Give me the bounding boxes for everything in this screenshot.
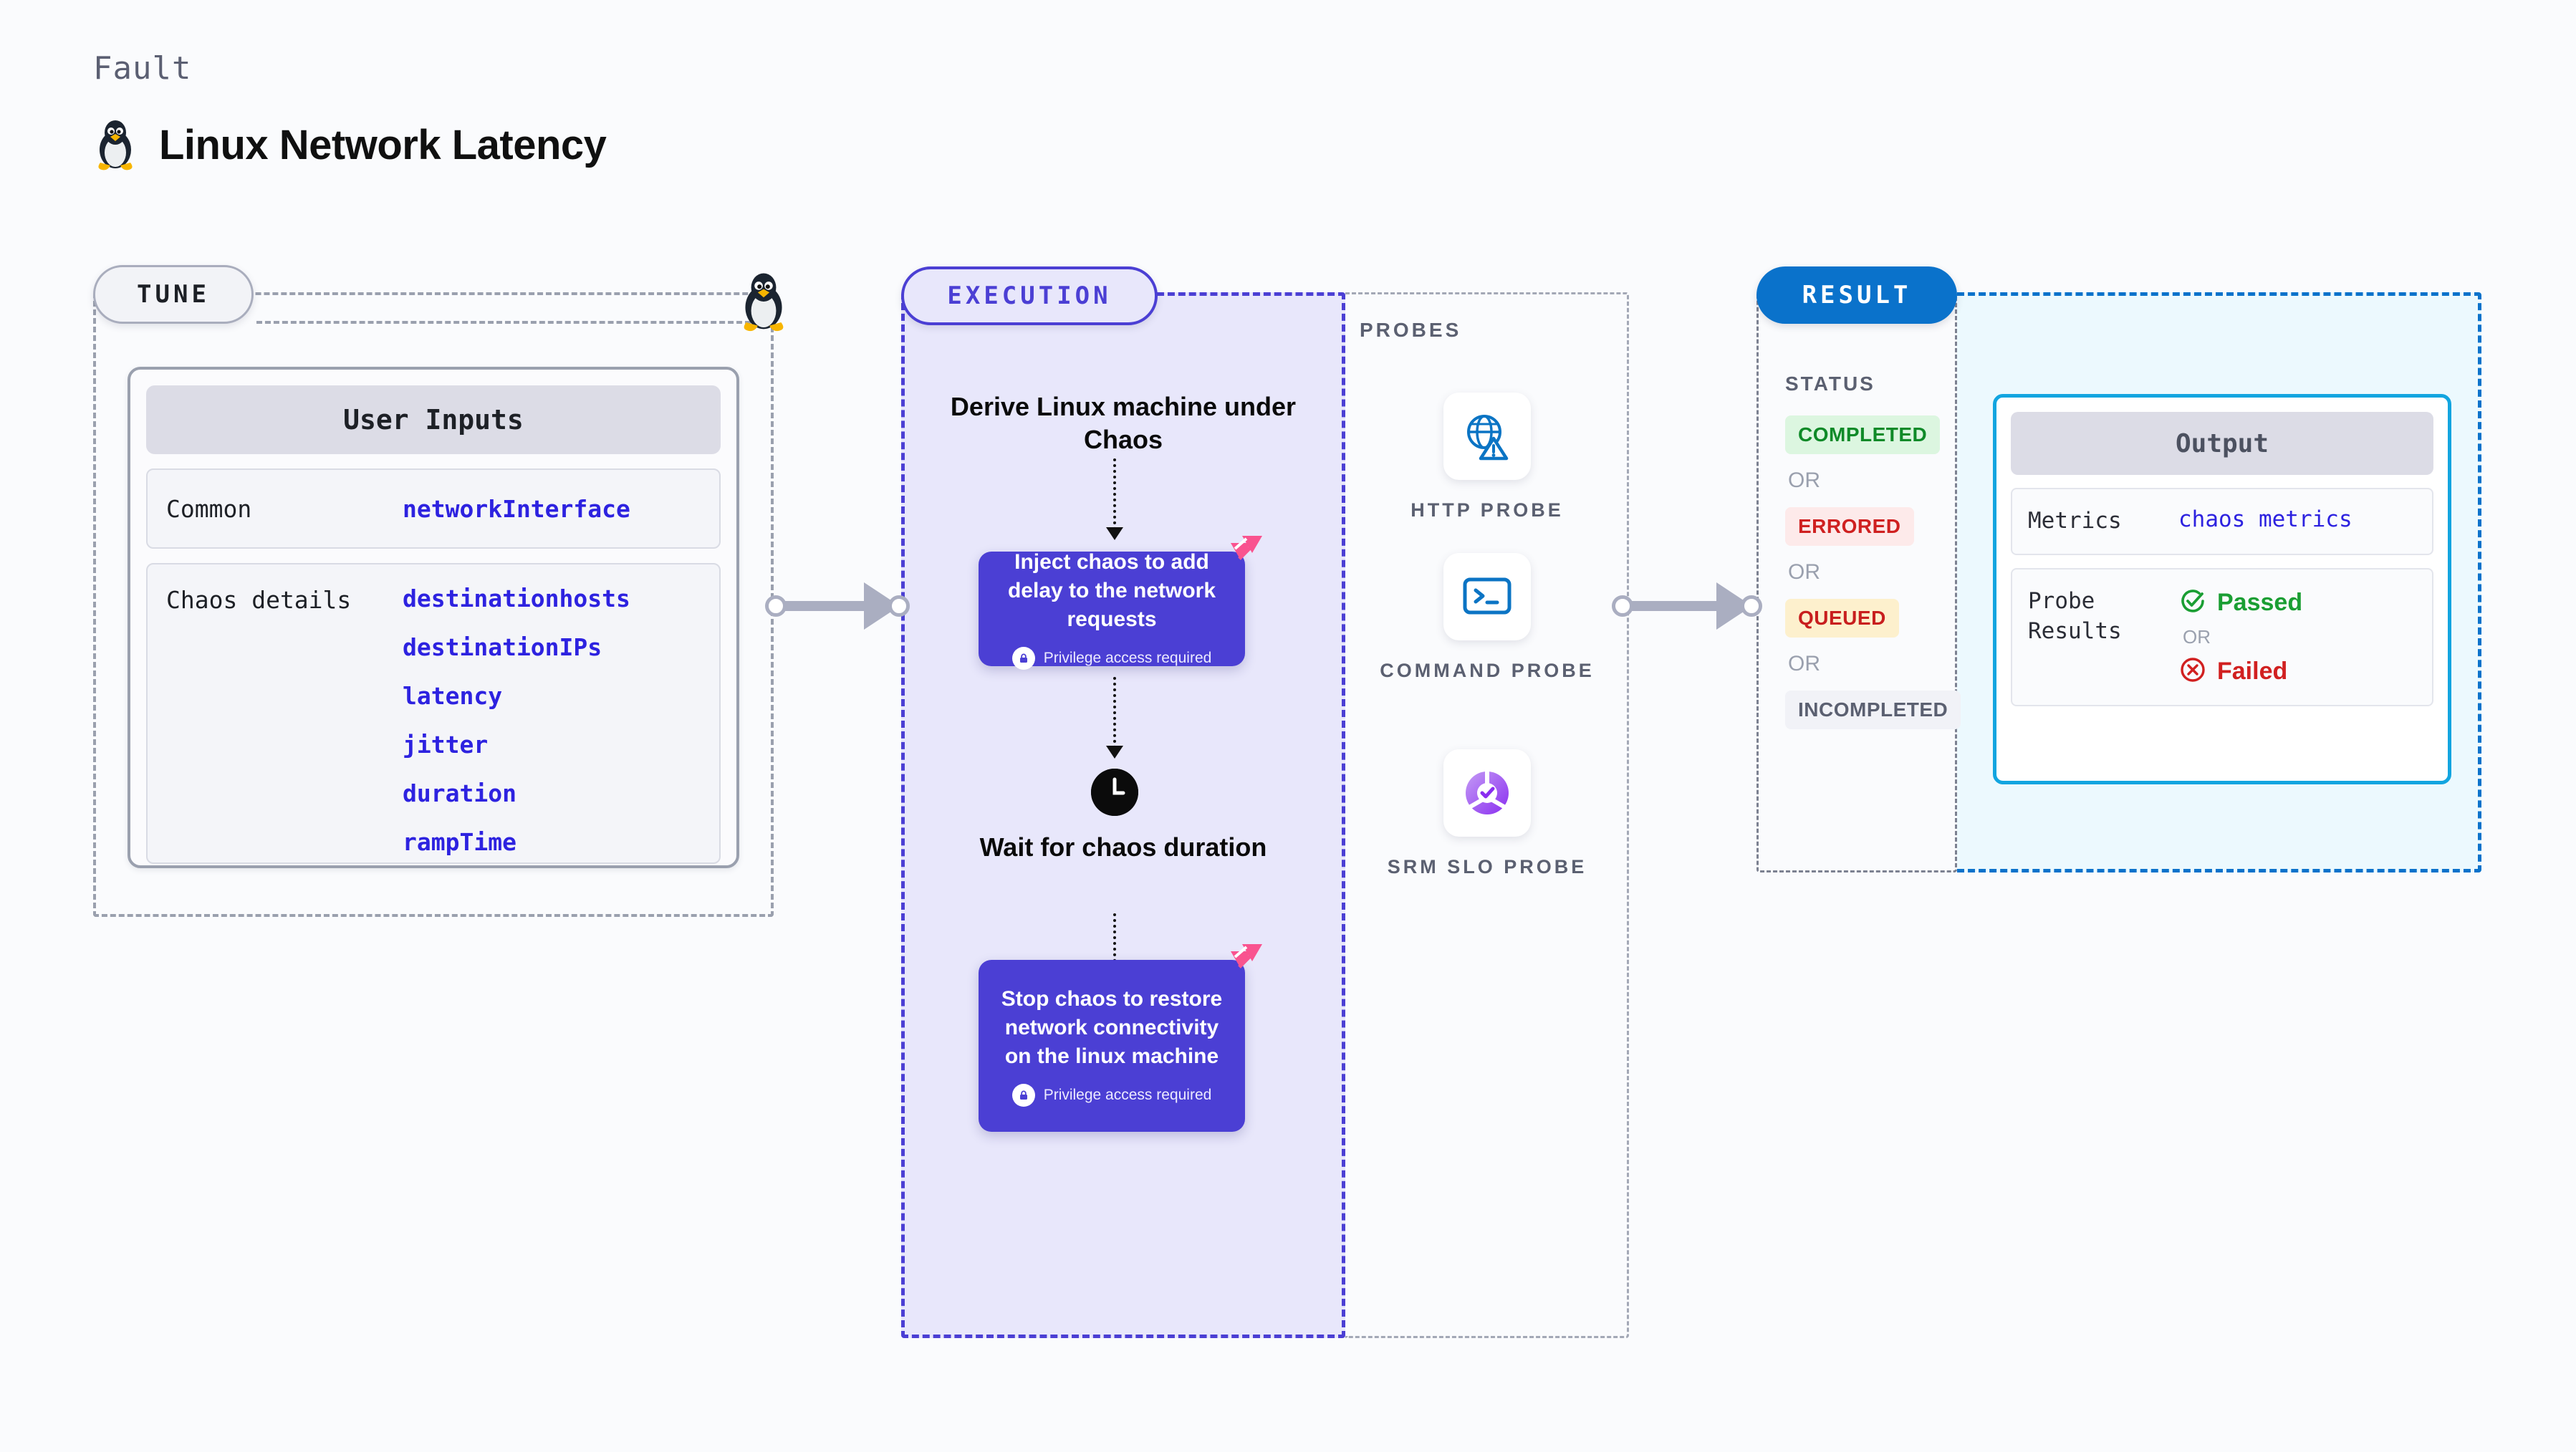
probe-srm-slo[interactable]: SRM SLO PROBE [1345, 749, 1629, 881]
execution-section-label[interactable]: EXECUTION [901, 266, 1158, 325]
status-badge-completed: COMPLETED [1785, 415, 1941, 454]
page-title: Linux Network Latency [159, 121, 607, 168]
output-card: Output Metrics chaos metrics Probe Resul… [1993, 394, 2451, 784]
probe-results-values: Passed OR Failed [2178, 587, 2302, 688]
flow-arrow-1-head [1106, 527, 1123, 540]
stop-chaos-title: Stop chaos to restore network connectivi… [1001, 987, 1223, 1068]
tune-dashed-connector [256, 321, 751, 324]
probe-command-label: COMMAND PROBE [1380, 660, 1595, 681]
clock-icon [1091, 769, 1138, 816]
result-section-label[interactable]: RESULT [1756, 266, 1957, 324]
tune-value-networkinterface[interactable]: networkInterface [403, 494, 630, 523]
inject-chaos-privilege-note: Privilege access required [1011, 646, 1212, 670]
output-probe-results-key: Probe Results [2028, 587, 2122, 644]
status-label: STATUS [1785, 372, 1875, 395]
lock-icon [1011, 1083, 1035, 1107]
output-row-metrics: Metrics chaos metrics [2011, 488, 2433, 555]
connector-tune-to-execution [765, 577, 910, 634]
linux-tux-icon [93, 118, 138, 171]
status-or-2: OR [1788, 560, 1820, 584]
output-card-title: Output [2011, 412, 2433, 475]
tune-row-common: Common networkInterface [146, 468, 721, 549]
probe-result-failed-label: Failed [2217, 657, 2288, 685]
probe-srm-slo-label: SRM SLO PROBE [1387, 856, 1587, 878]
stop-chaos-privilege-label: Privilege access required [1043, 1086, 1212, 1103]
result-region [1756, 292, 1957, 872]
linux-tux-marker-icon [738, 271, 789, 336]
tune-section-label[interactable]: TUNE [93, 265, 254, 324]
slo-donut-check-icon [1443, 749, 1531, 837]
page-title-row: Linux Network Latency [93, 118, 607, 171]
output-row-probe-results: Probe Results Passed OR [2011, 567, 2433, 706]
flow-arrow-3 [1113, 913, 1116, 985]
tune-value-destinationhosts[interactable]: destinationhosts [403, 585, 630, 612]
tune-row-chaos-key: Chaos details [166, 586, 352, 614]
terminal-icon [1443, 553, 1531, 640]
tune-value-duration[interactable]: duration [403, 779, 516, 807]
probe-result-passed-label: Passed [2217, 588, 2303, 616]
probe-http-label: HTTP PROBE [1410, 499, 1564, 521]
harness-logo-icon [1218, 534, 1264, 576]
probe-result-passed: Passed [2178, 587, 2302, 619]
execution-region [901, 292, 1345, 1338]
execution-step-derive: Derive Linux machine under Chaos [950, 392, 1297, 455]
status-badge-incompleted: INCOMPLETED [1785, 691, 1961, 729]
probe-http[interactable]: HTTP PROBE [1345, 393, 1629, 524]
probe-command[interactable]: COMMAND PROBE [1345, 553, 1629, 685]
page-eyebrow: Fault [93, 50, 192, 87]
status-or-3: OR [1788, 652, 1820, 675]
tune-row-chaos-values: destinationhosts destinationIPs latency … [403, 585, 630, 856]
flow-arrow-2-head [1106, 746, 1123, 759]
probes-label: PROBES [1360, 319, 1462, 341]
tune-value-ramptime[interactable]: rampTime [403, 828, 516, 856]
tune-value-jitter[interactable]: jitter [403, 731, 489, 759]
status-list: COMPLETED OR ERRORED OR QUEUED OR INCOMP… [1785, 415, 1961, 729]
output-metrics-value[interactable]: chaos metrics [2178, 506, 2352, 532]
tune-value-destinationips[interactable]: destinationIPs [403, 633, 602, 661]
status-or-1: OR [1788, 468, 1820, 492]
tune-row-chaos-details: Chaos details destinationhosts destinati… [146, 563, 721, 864]
execution-card-inject-chaos[interactable]: Inject chaos to add delay to the network… [979, 536, 1262, 670]
execution-step-wait: Wait for chaos duration [979, 832, 1267, 862]
tune-row-common-values: networkInterface [403, 495, 630, 523]
flow-arrow-2 [1113, 677, 1116, 749]
lock-icon [1011, 646, 1035, 670]
x-circle-icon [2178, 655, 2207, 688]
probe-result-or: OR [2183, 625, 2211, 648]
inject-chaos-title: Inject chaos to add delay to the network… [1007, 550, 1216, 631]
connector-execution-to-result [1612, 577, 1762, 634]
harness-logo-icon [1218, 943, 1264, 984]
status-badge-errored: ERRORED [1785, 507, 1914, 546]
globe-warning-icon [1443, 393, 1531, 480]
check-circle-icon [2178, 587, 2207, 619]
stop-chaos-privilege-note: Privilege access required [1011, 1083, 1212, 1107]
tune-value-latency[interactable]: latency [403, 682, 503, 710]
flow-arrow-1 [1113, 458, 1116, 530]
inject-chaos-privilege-label: Privilege access required [1043, 649, 1212, 666]
output-metrics-key: Metrics [2028, 508, 2122, 534]
probe-result-failed: Failed [2178, 655, 2302, 688]
tune-row-common-key: Common [166, 494, 252, 523]
user-inputs-card: User Inputs Common networkInterface Chao… [128, 367, 739, 868]
status-badge-queued: QUEUED [1785, 599, 1899, 638]
execution-card-stop-chaos[interactable]: Stop chaos to restore network connectivi… [979, 944, 1262, 1132]
user-inputs-title: User Inputs [146, 385, 721, 454]
